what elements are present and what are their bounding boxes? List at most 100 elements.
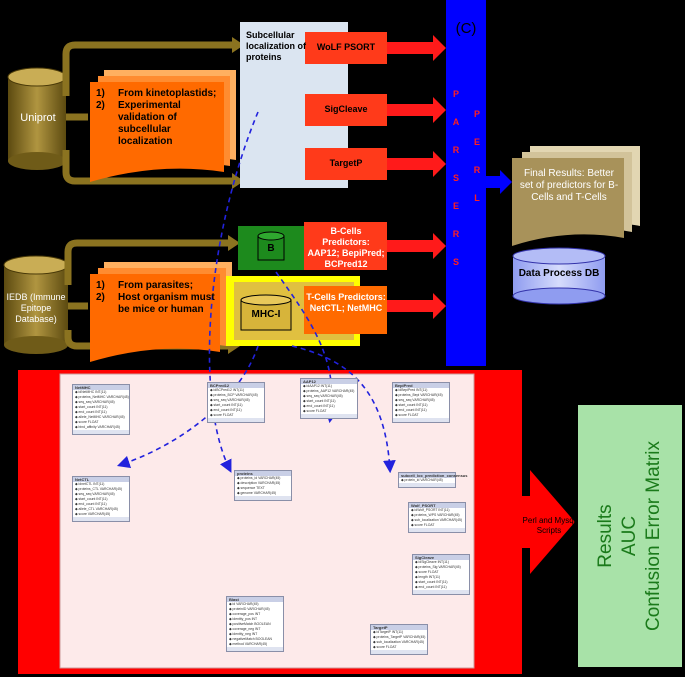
schema-table-header: TargetP — [371, 625, 427, 630]
schema-field: ◆ description VARCHAR(45) — [237, 481, 281, 485]
uniprot-arrows — [62, 41, 232, 185]
final-results-docs — [512, 146, 640, 246]
perl-letter: L — [474, 193, 480, 203]
schema-field: ◆ seq_seq VARCHAR(45) — [303, 394, 343, 398]
parsers-bar — [446, 0, 486, 366]
uniprot-filter-docs — [90, 70, 236, 182]
sigcleave-box — [305, 94, 387, 126]
schema-field: ◆ proteins_Bepi VARCHAR(45) — [395, 393, 443, 397]
schema-table-aap12: AAP12◆ idAAP12 INT(11)◆ proteins_AAP12 V… — [300, 378, 358, 419]
schema-table-wolf-psort: Wolf_PSORT◆ idWolf_PSORT INT(11)◆ protei… — [408, 502, 466, 533]
schema-table-sigcleave: SigCleave◆ idSigCleave INT(11)◆ proteins… — [412, 554, 470, 595]
bcell-predictors-box — [304, 222, 387, 270]
iedb-cylinder — [3, 255, 69, 354]
schema-field: ◆ sub_localization VARCHAR(45) — [411, 518, 462, 522]
uniprot-filter-item-1: From kinetoplastids; — [118, 88, 217, 99]
schema-field: ◆ end_count INT(11) — [395, 408, 427, 412]
schema-table-header: Wolf_PSORT — [409, 503, 465, 508]
iedb-label: IEDB (Immune Epitope Database) — [6, 292, 66, 324]
schema-field: ◆ score FLOAT — [411, 523, 435, 527]
results-text-block: Results AUC Confusion Error Matrix — [578, 405, 682, 667]
schema-field: ◆ idTargetP INT(11) — [373, 630, 403, 634]
schema-field: ◆ id VARCHAR(45) — [229, 602, 259, 606]
schema-field: ◆ proteins_CTL VARCHAR(45) — [75, 487, 123, 491]
schema-table-header: SigCleave — [413, 555, 469, 560]
schema-field: ◆ idnetCTL INT(11) — [75, 482, 105, 486]
parsers-letter: P — [452, 89, 459, 99]
bcell-predictors-label: B-Cells Predictors: AAP12; BepiPred; BCP… — [307, 226, 385, 269]
schema-field: ◆ proteins_WPS VARCHAR(45) — [411, 513, 460, 517]
targetp-box — [305, 148, 387, 180]
schema-field: ◆ idSigCleave INT(11) — [415, 560, 449, 564]
results-box — [578, 405, 682, 667]
schema-field: ◆ score FLOAT — [75, 420, 99, 424]
wolfpsort-box — [305, 32, 387, 64]
iedb-filter-item-1: From parasites; — [118, 280, 194, 291]
schema-field: ◆ proteins_AAP12 VARCHAR(45) — [303, 389, 355, 393]
iedb-filter-item-2: Host organism must be mice or human — [118, 292, 215, 315]
confusion-matrix-label: Confusion Error Matrix — [643, 440, 664, 632]
schema-field: ◆ end_count INT(11) — [75, 502, 107, 506]
schema-field: ◆ proteinID VARCHAR(45) — [229, 607, 270, 611]
mhc-db-icon — [240, 294, 292, 331]
schema-field: ◆ identity_pos INT — [229, 617, 258, 621]
uniprot-filter-number-1: 1) — [96, 88, 105, 99]
parsers-letter: S — [452, 257, 459, 267]
mysql-scripts-label: Perl and Mysql Scripts — [522, 516, 576, 535]
schema-field: ◆ score FLOAT — [415, 570, 439, 574]
schema-table-header: subcell_loc_prediction_consensus — [399, 473, 468, 478]
parsers-letter: E — [452, 201, 459, 211]
schema-field: ◆ start_count INT(11) — [75, 405, 108, 409]
schema-table-header: proteins — [235, 471, 291, 476]
schema-field: ◆ identity_neg INT — [229, 632, 258, 636]
schema-field: ◆ method VARCHAR(45) — [229, 642, 268, 646]
final-results-label: Final Results: Better set of predictors … — [519, 168, 619, 203]
schema-field: ◆ coverage_pos INT — [229, 612, 261, 616]
iedb-arrows — [64, 239, 228, 350]
schema-field: ◆ idNetMHC INT(11) — [75, 390, 107, 394]
schema-table-header: AAP12 — [301, 379, 357, 384]
schema-field: ◆ proteins_BCP VARCHAR(45) — [210, 393, 258, 397]
schema-field: ◆ length INT(11) — [415, 575, 440, 579]
schema-field: ◆ start_count INT(11) — [75, 497, 108, 501]
schema-table-subcell-loc-prediction-consensus: subcell_loc_prediction_consensus◆ protei… — [398, 472, 468, 488]
schema-field: ◆ start_count INT(11) — [415, 580, 448, 584]
sigcleave-label: SigCleave — [324, 104, 368, 114]
schema-field: ◆ end_count INT(11) — [303, 404, 335, 408]
schema-table-bcpred12: BCPred12◆ idBCPred12 INT(11)◆ proteins_B… — [207, 382, 265, 423]
schema-field: ◆ proteins_id VARCHAR(45) — [237, 476, 281, 480]
schema-field: ◆ end_count INT(11) — [75, 410, 107, 414]
schema-table-blast: Blast◆ id VARCHAR(45)◆ proteinID VARCHAR… — [226, 596, 284, 652]
schema-table-netmhc: NetMHC◆ idNetMHC INT(11)◆ proteins_NetMH… — [72, 384, 130, 435]
mhc-db-label: MHC-I — [251, 309, 281, 320]
schema-field: ◆ seq_seq VARCHAR(45) — [210, 398, 250, 402]
tcell-predictors-label: T-Cells Predictors: NetCTL; NetMHC — [306, 292, 386, 313]
iedb-filter-number-1: 1) — [96, 280, 105, 291]
schema-table-proteins: proteins◆ proteins_id VARCHAR(45)◆ descr… — [234, 470, 292, 501]
schema-field: ◆ allele_CTL VARCHAR(45) — [75, 507, 118, 511]
schema-field: ◆ seq_seq VARCHAR(45) — [395, 398, 435, 402]
schema-field: ◆ end_count INT(11) — [415, 585, 447, 589]
tcell-predictors-box — [304, 286, 387, 334]
iedb-filter-list: 1)From parasites; 2)Host organism must b… — [96, 280, 218, 316]
schema-field: ◆ protein_id VARCHAR(45) — [401, 478, 443, 482]
auc-label: AUC — [619, 515, 640, 557]
schema-field: ◆ seq_seq VARCHAR(45) — [75, 492, 115, 496]
schema-field: ◆ score FLOAT — [303, 409, 327, 413]
schema-field: ◆ genome VARCHAR(45) — [237, 491, 277, 495]
schema-field: ◆ coverage_neg INT — [229, 627, 261, 631]
wolfpsort-label: WoLF PSORT — [316, 42, 376, 52]
schema-field: ◆ sequence TEXT — [237, 486, 265, 490]
data-process-db-label: Data Process DB — [518, 268, 600, 279]
parsers-letter: R — [452, 145, 460, 155]
schema-field: ◆ end_count INT(11) — [210, 408, 242, 412]
b-db-icon — [257, 231, 285, 261]
uniprot-filter-number-2: 2) — [96, 100, 105, 111]
schema-field: ◆ score FLOAT — [373, 645, 397, 649]
uniprot-label: Uniprot — [20, 112, 56, 124]
schema-table-header: Blast — [227, 597, 283, 602]
schema-field: ◆ start_count INT(11) — [395, 403, 428, 407]
parsers-letter: R — [452, 229, 460, 239]
schema-table-targetp: TargetP◆ idTargetP INT(11)◆ proteins_Tar… — [370, 624, 428, 655]
